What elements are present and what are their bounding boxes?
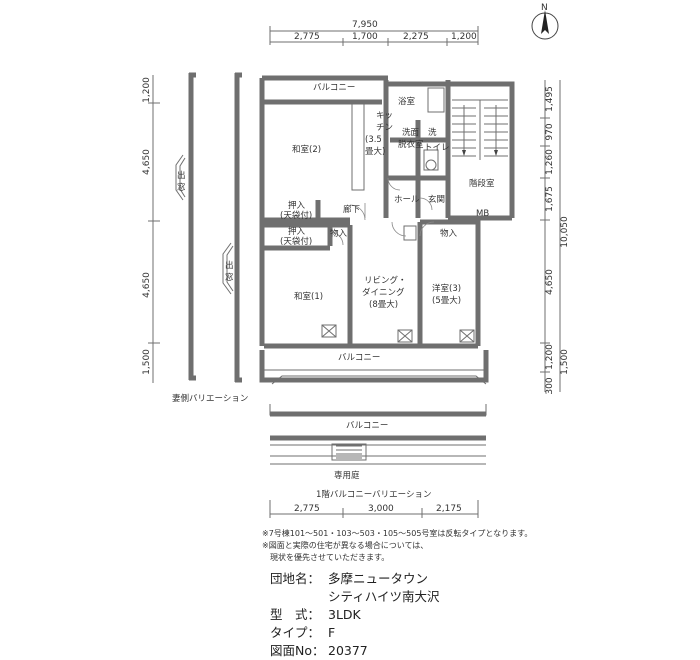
unit-walls [259, 75, 515, 349]
dim-right-7: 300 [545, 377, 555, 394]
dim-top-0: 2,775 [294, 32, 320, 42]
dim-right-2: 1,260 [545, 149, 555, 175]
wash-label: 洗 [428, 127, 437, 138]
estate-label: 団地名： [270, 571, 321, 586]
oshiire-top-label-1: (天袋付) [280, 210, 312, 221]
wa2-label: 和室(2) [292, 144, 321, 155]
note-1: ※図面と実際の住宅が異なる場合については、 [262, 541, 429, 550]
western-label-0: 洋室(3) [432, 283, 461, 294]
north-label: N [541, 3, 548, 13]
balcony-bottom-label: バルコニー [338, 353, 380, 363]
room-labels: バルコニー 浴室 キッ チン (3.5 畳大) 洗面 脱衣室 洗 トイレ 階段室… [280, 83, 495, 310]
bay-window2-label-0: 出 [225, 260, 234, 271]
left-dimensions: 1,200 4,650 4,650 1,500 [142, 75, 160, 383]
estate-name-2: シティハイツ南大沢 [328, 589, 440, 604]
dim-bottom-0: 2,775 [294, 504, 320, 514]
mb-label: MB [476, 209, 489, 219]
kitchen-label-2: (3.5 [365, 135, 382, 145]
toilet-label: トイレ [424, 143, 450, 153]
dim-top-1: 1,700 [352, 32, 378, 42]
door-swings [329, 177, 435, 246]
kitchen-label-0: キッ [376, 111, 393, 121]
dim-left-2: 4,650 [142, 272, 152, 298]
dim-right-total: 10,050 [560, 216, 570, 248]
plan-label: 図面No： [270, 643, 325, 658]
kitchen-label-3: 畳大) [365, 146, 385, 157]
corridor-label: 廊下 [343, 204, 361, 215]
western-label-1: (5畳大) [432, 295, 461, 306]
washroom-label-0: 洗面 [402, 127, 420, 138]
side-variation-caption: 妻側バリエーション [172, 393, 248, 404]
bay-window-label-0: 出 [177, 170, 186, 181]
living-label-2: (8畳大) [369, 299, 398, 310]
dim-bottom-2: 2,175 [436, 504, 462, 514]
living-label-1: ダイニング [362, 287, 405, 298]
stairs-label: 階段室 [469, 178, 495, 189]
first-floor-variation: バルコニー 専用庭 1階バルコニーバリエーション [269, 404, 487, 500]
dim-right-5: 1,200 [545, 344, 555, 370]
dim-right-0: 1,495 [545, 86, 555, 112]
bottom-dimensions: 2,775 3,000 2,175 [269, 500, 479, 518]
oshiire-mid-label-1: (天袋付) [280, 236, 312, 247]
kitchen-label-1: チン [376, 123, 393, 133]
layout-value: 3LDK [328, 607, 361, 622]
entrance-label: 玄関 [428, 194, 445, 205]
first-floor-balcony-label: バルコニー [346, 421, 388, 431]
fixtures [321, 87, 475, 343]
washroom-label-1: 脱衣室 [398, 139, 424, 150]
bay-window-label-1: 窓 [177, 182, 186, 193]
garden-label: 専用庭 [334, 470, 360, 481]
bottom-balcony: バルコニー [259, 350, 489, 385]
dim-left-1: 4,650 [142, 149, 152, 175]
side-variation-right: 出 窓 [222, 72, 242, 383]
notes: ※7号棟101～501・103～503・105～505号室は反転タイプとなります… [262, 528, 532, 564]
dim-left-3: 1,500 [142, 349, 152, 375]
oshiire-top-label-0: 押入 [288, 200, 306, 211]
storage1-label: 物入 [330, 228, 348, 239]
right-dimensions: 1,495 970 1,260 1,675 4,650 1,200 10,050… [540, 80, 570, 395]
first-floor-caption: 1階バルコニーバリエーション [316, 489, 431, 500]
note-2: 現状を優先させていただきます。 [262, 553, 390, 562]
plan-value: 20377 [328, 643, 368, 658]
north-arrow-icon: N [531, 3, 559, 40]
storage2-label: 物入 [440, 228, 458, 239]
note-0: ※7号棟101～501・103～503・105～505号室は反転タイプとなります… [262, 529, 533, 538]
oshiire-mid-label-0: 押入 [288, 226, 306, 237]
dim-right-4: 4,650 [545, 269, 555, 295]
dim-right-6: 1,500 [560, 349, 570, 375]
living-label-0: リビング・ [364, 275, 407, 286]
top-dimensions: 7,950 2,775 1,700 2,275 1,200 [269, 20, 479, 46]
side-variation-left: 出 窓 [175, 72, 196, 381]
dim-left-0: 1,200 [142, 77, 152, 103]
dim-bottom-1: 3,000 [368, 504, 394, 514]
estate-name-1: 多摩ニュータウン [328, 571, 429, 586]
bay-window2-label-1: 窓 [225, 272, 234, 283]
dim-right-3: 1,675 [545, 186, 555, 212]
layout-label: 型 式： [270, 607, 321, 622]
dim-right-1: 970 [545, 123, 555, 140]
dim-top-3: 1,200 [451, 32, 477, 42]
dim-total: 7,950 [352, 20, 378, 30]
type-label: タイプ： [270, 625, 321, 640]
wa1-label: 和室(1) [294, 291, 323, 302]
property-info: 団地名： 多摩ニュータウン シティハイツ南大沢 型 式： 3LDK タイプ： F… [270, 570, 440, 660]
balcony-top-label: バルコニー [313, 83, 355, 93]
hall-label: ホール [394, 195, 420, 205]
dim-top-2: 2,275 [403, 32, 429, 42]
bath-label: 浴室 [398, 96, 416, 107]
type-value: F [328, 625, 336, 640]
stair-hatching [452, 99, 508, 160]
floor-plan: N 7,950 2,775 1,700 2,275 1,200 1,200 4,… [142, 3, 570, 518]
